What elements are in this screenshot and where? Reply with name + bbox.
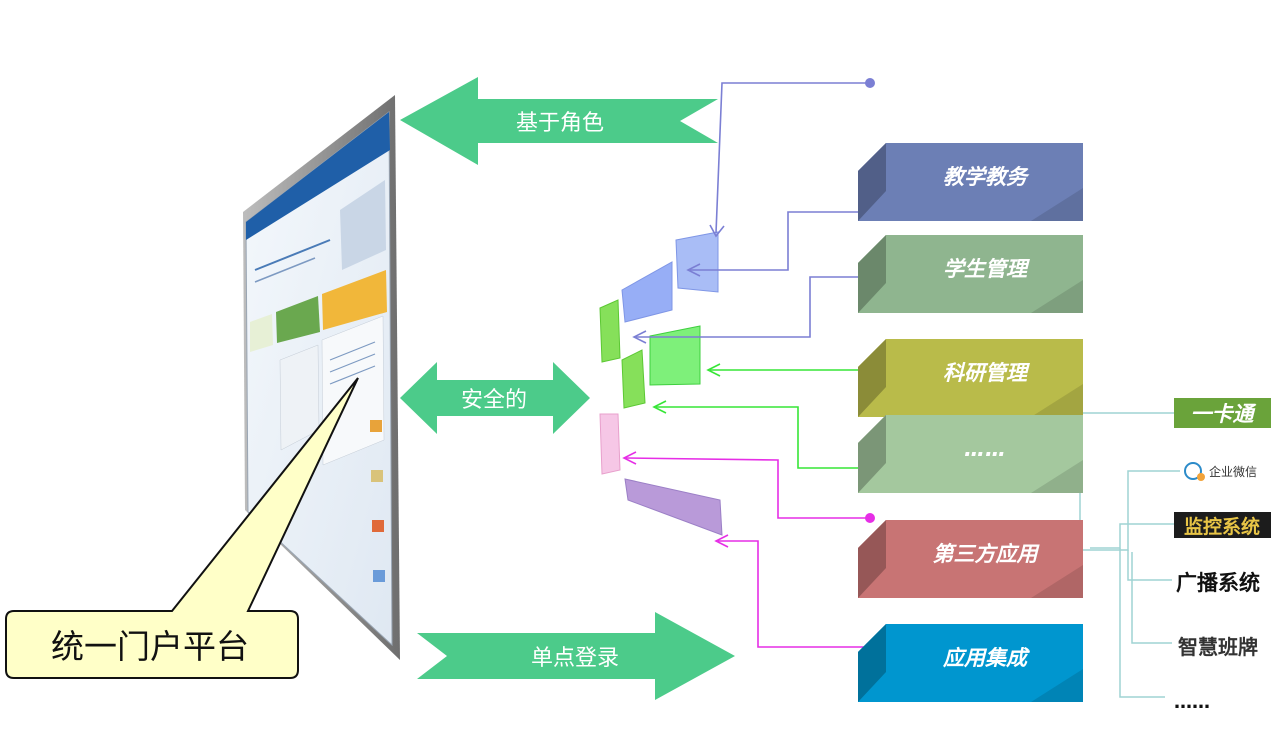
module-label-more: …… (964, 437, 1006, 461)
portal-callout: 统一门户平台 (5, 377, 359, 679)
module-box-face (858, 415, 1083, 493)
module-label-third-party: 第三方应用 (933, 542, 1041, 566)
module-box-student: 学生管理 (858, 235, 1083, 313)
yikatong-label: 一卡通 (1191, 402, 1257, 426)
module-box-side (858, 235, 886, 313)
sso-label: 单点登录 (531, 646, 619, 671)
broadcast-label: 广播系统 (1176, 571, 1260, 595)
module-label-integration: 应用集成 (942, 646, 1030, 670)
secure-label: 安全的 (461, 388, 527, 413)
third-party-list: 一卡通 企业微信 监控系统 广播系统 智慧班牌 …… (1174, 398, 1271, 713)
module-box-face (858, 339, 1083, 417)
module-box-face (858, 624, 1083, 702)
surveillance-label: 监控系统 (1184, 515, 1260, 538)
wechat-work-logo: 企业微信 (1184, 462, 1257, 481)
role-based-arrow: 基于角色 (400, 77, 718, 165)
screen-tile-orange (322, 270, 387, 330)
module-box-side (858, 520, 886, 598)
wechat-work-label: 企业微信 (1209, 464, 1257, 479)
module-box-side (858, 415, 886, 493)
screen-header-bar (246, 112, 390, 240)
wechat-work-icon (1184, 462, 1202, 480)
module-box-side (858, 143, 886, 221)
portal-screen (243, 95, 400, 660)
smart-class-board-label: 智慧班牌 (1178, 635, 1258, 659)
module-box-teaching: 教学教务 (858, 143, 1083, 221)
module-box-research: 科研管理 (858, 339, 1083, 417)
surveillance-logo: 监控系统 (1174, 512, 1271, 538)
more-third-party-label: …… (1174, 692, 1210, 713)
module-label-teaching: 教学教务 (943, 165, 1030, 189)
module-box-more: …… (858, 415, 1083, 493)
role-based-label: 基于角色 (516, 111, 604, 136)
yikatong-logo: 一卡通 (1174, 398, 1271, 428)
module-box-face (858, 143, 1083, 221)
module-fragments (599, 231, 723, 536)
module-box-face (858, 235, 1083, 313)
module-box-side (858, 624, 886, 702)
secure-arrow: 安全的 (400, 362, 590, 434)
module-label-student: 学生管理 (943, 257, 1030, 281)
sso-arrow: 单点登录 (417, 612, 735, 700)
screen-tile-green (276, 296, 320, 343)
module-label-research: 科研管理 (943, 361, 1030, 385)
module-box-face (858, 520, 1083, 598)
module-box-third-party: 第三方应用 (858, 520, 1083, 598)
module-box-side (858, 339, 886, 417)
module-box-integration: 应用集成 (858, 624, 1083, 702)
third-party-brackets (1070, 412, 1180, 698)
portal-callout-label: 统一门户平台 (51, 627, 249, 666)
